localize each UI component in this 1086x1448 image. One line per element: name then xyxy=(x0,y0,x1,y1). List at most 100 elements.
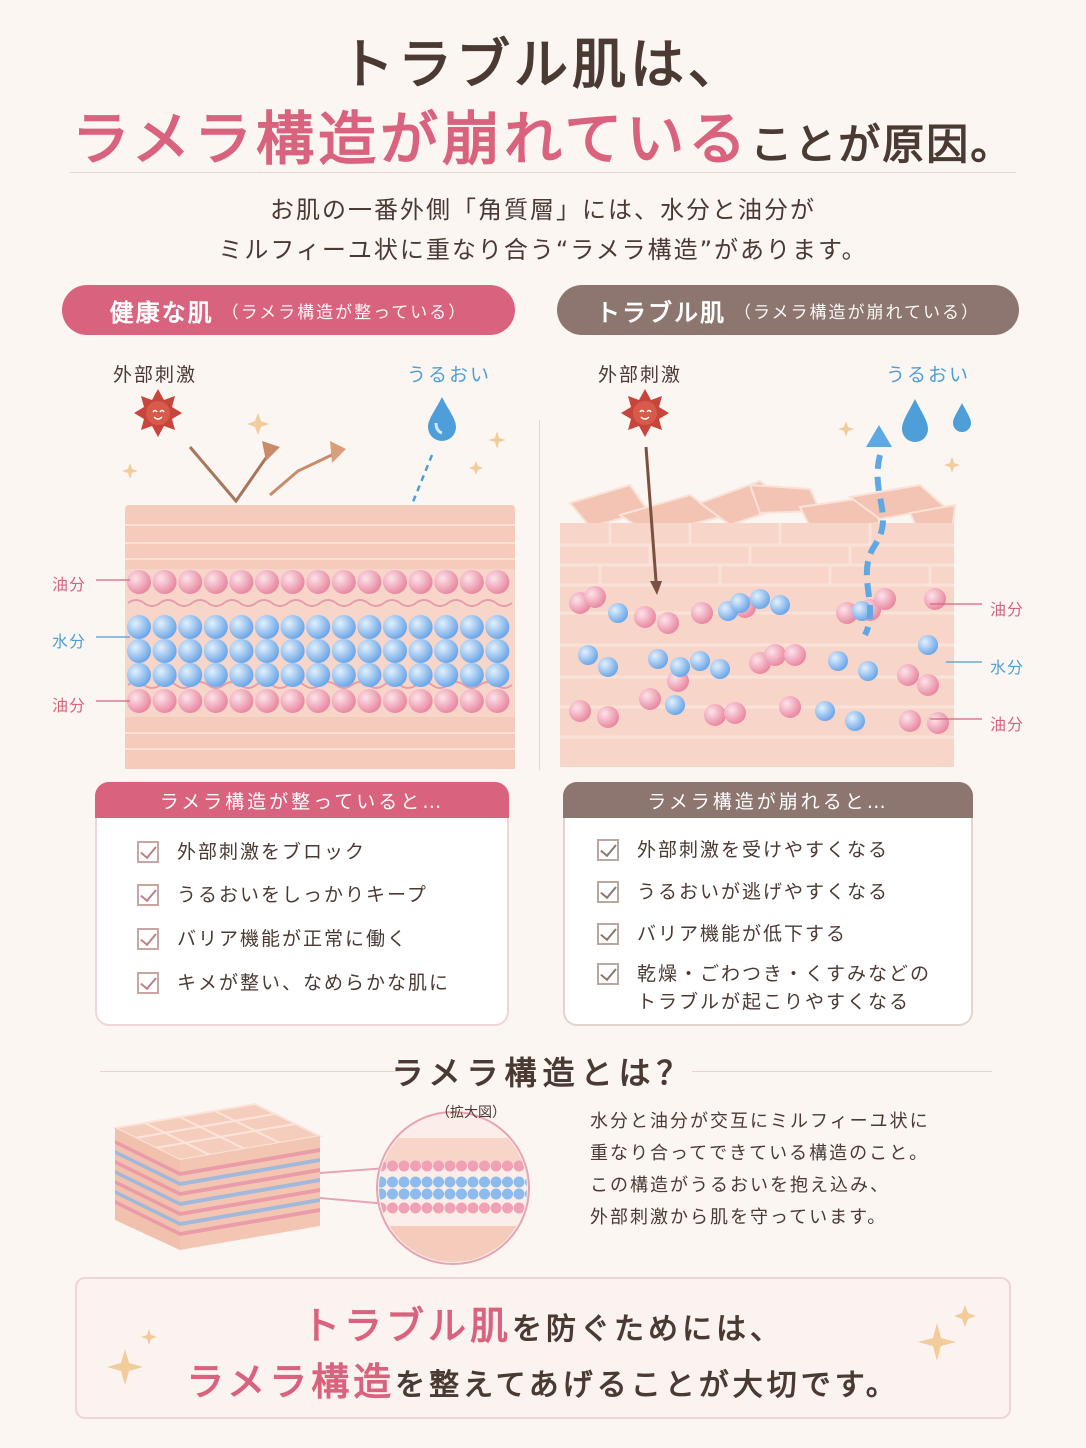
oil-molecule xyxy=(764,644,786,666)
oil-molecule xyxy=(306,570,331,594)
oil-molecule xyxy=(467,1202,479,1214)
water-molecule xyxy=(845,711,865,731)
healthy-item-3-text: バリア機能が正常に働く xyxy=(177,928,409,950)
checkbox-icon xyxy=(597,963,619,985)
water-molecule xyxy=(152,663,177,687)
water-molecule xyxy=(490,1188,502,1200)
intro-line-2: ミルフィーユ状に重なり合う“ラメラ構造”があります。 xyxy=(218,236,868,264)
water-molecule xyxy=(479,1188,490,1200)
oil-molecule xyxy=(927,712,949,734)
lamella-stripe xyxy=(180,1188,320,1216)
water-molecule xyxy=(387,1176,398,1188)
water-molecule xyxy=(467,1176,479,1188)
trouble-item-3-text: バリア機能が低下する xyxy=(637,923,848,945)
water-molecule xyxy=(255,615,279,639)
trouble-card-title: ラメラ構造が崩れると… xyxy=(563,782,973,818)
oil-molecule xyxy=(597,706,619,728)
trouble-item-4-text: 乾燥・ごわつき・くすみなどのトラブルが起こりやすくなる xyxy=(637,960,931,1016)
checkbox-icon xyxy=(597,923,619,945)
water-molecule xyxy=(383,663,407,687)
conclusion-line-2-rest: を整えてあげることが大切です。 xyxy=(395,1368,900,1403)
oil-molecule xyxy=(634,606,656,628)
water-molecule xyxy=(127,615,151,639)
checkbox-icon xyxy=(597,839,619,861)
healthy-item-1: 外部刺激をブロック xyxy=(137,838,366,866)
water-molecule xyxy=(444,1188,456,1200)
oil-molecule xyxy=(513,1160,525,1172)
healthy-oil-label-bottom: 油分 xyxy=(52,696,87,715)
trouble-pill-main: トラブル肌 xyxy=(596,298,726,327)
water-molecule xyxy=(387,1188,398,1200)
water-molecule xyxy=(421,1176,433,1188)
water-molecule xyxy=(444,1176,456,1188)
water-molecule xyxy=(459,639,484,663)
section-divider-right xyxy=(692,1071,992,1072)
water-molecule xyxy=(750,589,770,609)
oil-molecule xyxy=(502,1202,513,1214)
oil-molecule xyxy=(421,1202,433,1214)
header-divider xyxy=(70,172,1016,173)
lamella-stripe xyxy=(115,1140,180,1176)
oil-molecule xyxy=(639,688,661,710)
oil-molecule xyxy=(398,1202,410,1214)
lamella-section-title: ラメラ構造とは？ xyxy=(391,1054,695,1092)
oil-molecule xyxy=(444,1160,456,1172)
oil-molecule xyxy=(924,588,946,610)
oil-molecule xyxy=(178,570,203,594)
checkbox-icon xyxy=(137,841,159,863)
oil-molecule xyxy=(203,689,228,713)
water-molecule xyxy=(730,593,750,613)
healthy-moisture-label: うるおい xyxy=(407,364,492,386)
healthy-stimulus-label: 外部刺激 xyxy=(113,364,198,386)
water-molecule xyxy=(434,615,459,639)
trouble-stimulus-label: 外部刺激 xyxy=(598,364,683,386)
oil-molecule xyxy=(433,1160,444,1172)
water-molecule xyxy=(434,639,459,663)
oil-molecule xyxy=(408,570,433,594)
healthy-benefits-card: ラメラ構造が整っていると… 外部刺激をブロック うるおいをしっかりキープ バリア… xyxy=(95,782,509,1026)
healthy-item-3: バリア機能が正常に働く xyxy=(137,925,408,953)
healthy-item-4-text: キメが整い、なめらかな肌に xyxy=(177,972,451,994)
water-molecule xyxy=(467,1188,479,1200)
page-subtitle: ラメラ構造が崩れていることが原因。 xyxy=(0,92,1086,176)
water-molecule xyxy=(665,695,685,715)
oil-molecule xyxy=(357,689,382,713)
conclusion-line-2-highlight: ラメラ構造 xyxy=(186,1359,396,1404)
oil-molecule xyxy=(456,1160,467,1172)
oil-molecule xyxy=(280,689,305,713)
water-molecule xyxy=(815,701,835,721)
oil-molecule xyxy=(691,602,713,624)
water-molecule xyxy=(502,1176,513,1188)
water-molecule xyxy=(306,639,331,663)
trouble-skin-pill: トラブル肌（ラメラ構造が崩れている） xyxy=(557,285,1019,335)
lamella-stripe xyxy=(180,1178,320,1206)
water-molecule xyxy=(383,639,407,663)
oil-molecule xyxy=(485,689,510,713)
oil-molecule xyxy=(704,704,726,726)
water-molecule xyxy=(203,639,228,663)
water-molecule xyxy=(306,663,331,687)
oil-molecule xyxy=(387,1160,398,1172)
water-molecule xyxy=(306,615,331,639)
water-molecule xyxy=(485,639,510,663)
water-molecule xyxy=(357,663,382,687)
lamella-desc-line-4: 外部刺激から肌を守っています。 xyxy=(590,1207,888,1228)
oil-molecule xyxy=(434,570,459,594)
trouble-effects-card: ラメラ構造が崩れると… 外部刺激を受けやすくなる うるおいが逃げやすくなる バリ… xyxy=(563,782,973,1026)
water-molecule xyxy=(178,615,203,639)
trouble-oil-label-top: 油分 xyxy=(990,600,1025,619)
oil-molecule xyxy=(331,570,356,594)
healthy-water-label: 水分 xyxy=(52,632,87,651)
lamella-desc-line-2: 重なり合ってできている構造のこと。 xyxy=(590,1143,930,1164)
healthy-oil-label-top: 油分 xyxy=(52,575,87,594)
sparkle-icon xyxy=(107,1329,157,1385)
water-molecule xyxy=(578,645,598,665)
intro-text: お肌の一番外側「角質層」には、水分と油分が ミルフィーユ状に重なり合う“ラメラ構… xyxy=(0,190,1086,270)
oil-molecule xyxy=(383,570,407,594)
trouble-moisture-label: うるおい xyxy=(886,364,971,386)
water-molecule xyxy=(357,615,382,639)
water-molecule xyxy=(357,639,382,663)
sun-stimulus-icon xyxy=(134,389,182,437)
oil-molecule xyxy=(421,1160,433,1172)
water-molecule xyxy=(648,649,668,669)
